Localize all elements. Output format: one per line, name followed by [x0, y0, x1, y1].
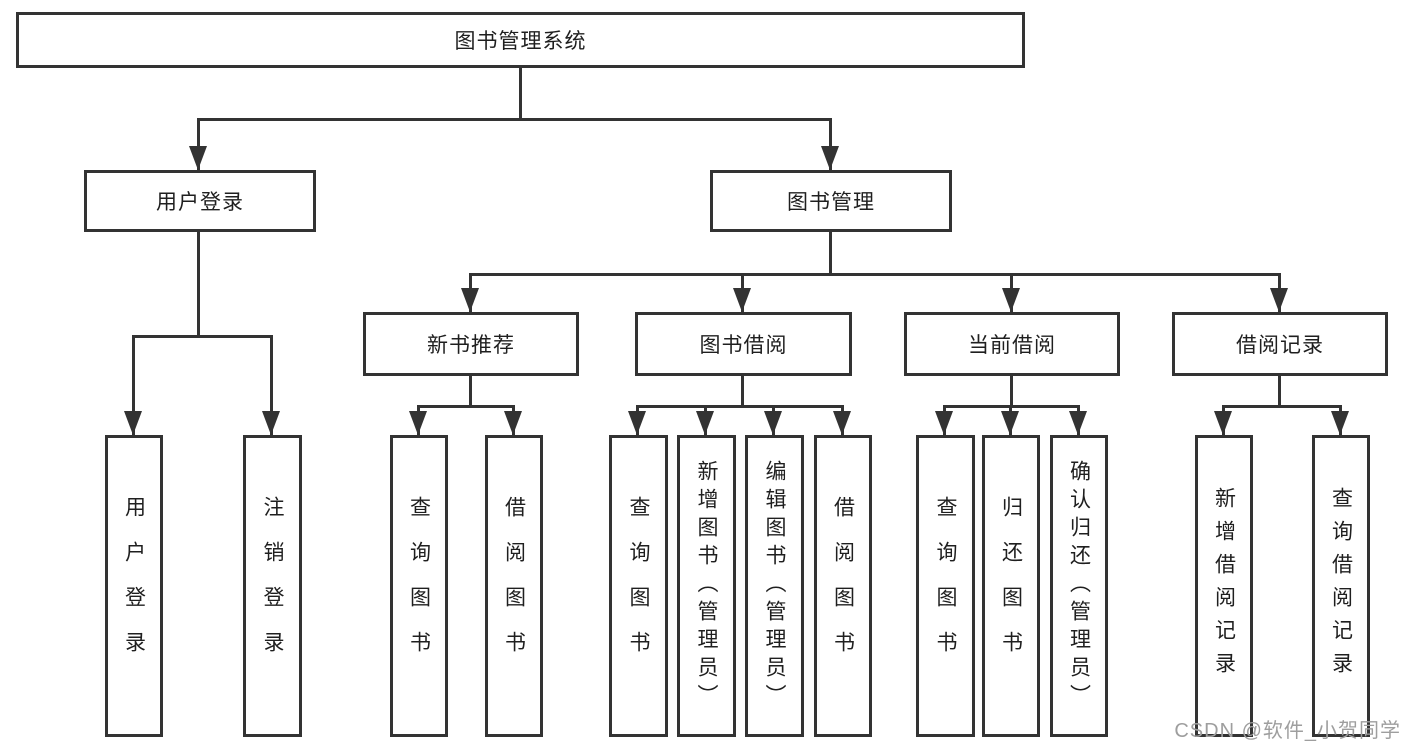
connector-line	[1010, 376, 1013, 407]
connector-arrow-down	[189, 118, 207, 170]
connector-arrow-down	[696, 405, 714, 435]
connector-arrow-down	[1270, 273, 1288, 312]
connector-line	[469, 376, 472, 407]
connector-arrow-down	[504, 405, 522, 435]
connector-arrow-down	[1214, 405, 1232, 435]
leaf-confirm-return-admin: 确认归还（管理员）	[1050, 435, 1108, 737]
connector-line	[469, 273, 1281, 276]
connector-arrow-down	[124, 335, 142, 435]
connector-line	[417, 405, 515, 408]
connector-line	[132, 335, 273, 338]
connector-arrow-down	[764, 405, 782, 435]
connector-arrow-down	[1002, 273, 1020, 312]
connector-arrow-down	[461, 273, 479, 312]
leaf-query-books-current: 查询图书	[916, 435, 975, 737]
connector-line	[197, 232, 200, 338]
node-user-login: 用户登录	[84, 170, 316, 232]
leaf-query-books-recommend: 查询图书	[390, 435, 448, 737]
connector-arrow-down	[262, 335, 280, 435]
leaf-borrow-books: 借阅图书	[814, 435, 872, 737]
connector-line	[1222, 405, 1342, 408]
node-borrow-records: 借阅记录	[1172, 312, 1388, 376]
connector-arrow-down	[821, 118, 839, 170]
connector-line	[741, 376, 744, 407]
leaf-add-borrow-record: 新增借阅记录	[1195, 435, 1253, 737]
node-book-management: 图书管理	[710, 170, 952, 232]
connector-arrow-down	[628, 405, 646, 435]
leaf-edit-books-admin: 编辑图书（管理员）	[745, 435, 804, 737]
node-current-borrow: 当前借阅	[904, 312, 1120, 376]
node-library-management-system: 图书管理系统	[16, 12, 1025, 68]
connector-arrow-down	[409, 405, 427, 435]
connector-arrow-down	[935, 405, 953, 435]
leaf-query-borrow-record: 查询借阅记录	[1312, 435, 1370, 737]
leaf-add-books-admin: 新增图书（管理员）	[677, 435, 736, 737]
connector-arrow-down	[833, 405, 851, 435]
connector-arrow-down	[1069, 405, 1087, 435]
csdn-watermark: CSDN @软件_小贺同学	[1174, 720, 1401, 742]
connector-line	[636, 405, 844, 408]
connector-arrow-down	[1001, 405, 1019, 435]
connector-line	[519, 68, 522, 121]
leaf-logout: 注销登录	[243, 435, 302, 737]
connector-arrow-down	[1331, 405, 1349, 435]
connector-arrow-down	[733, 273, 751, 312]
leaf-borrow-books-recommend: 借阅图书	[485, 435, 543, 737]
leaf-query-books-borrow: 查询图书	[609, 435, 668, 737]
connector-line	[829, 232, 832, 276]
leaf-return-books: 归还图书	[982, 435, 1040, 737]
connector-line	[197, 118, 832, 121]
node-new-book-recommend: 新书推荐	[363, 312, 579, 376]
leaf-user-login: 用户登录	[105, 435, 163, 737]
node-book-borrow: 图书借阅	[635, 312, 852, 376]
connector-line	[1278, 376, 1281, 407]
